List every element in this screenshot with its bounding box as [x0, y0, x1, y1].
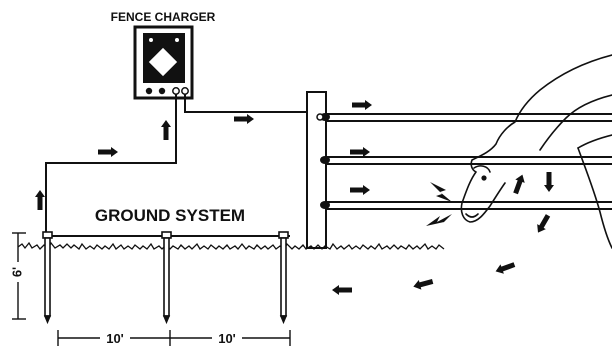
- arrow-icon: [350, 147, 370, 157]
- charger-terminal-ground: [172, 87, 180, 95]
- ground-rods: [42, 231, 289, 325]
- horse-eye: [481, 175, 487, 181]
- hot-wire: [184, 94, 321, 117]
- charger-terminal-2: [158, 87, 166, 95]
- fence-wires: [326, 113, 612, 210]
- ground-wire: [45, 94, 177, 233]
- arrow-icon: [544, 172, 554, 192]
- spacing-label-right: 10': [218, 331, 236, 346]
- fence: [306, 91, 612, 249]
- depth-label: 6': [9, 267, 24, 277]
- ground-rod: [278, 231, 289, 325]
- arrow-icon: [35, 190, 45, 210]
- grass-line: [17, 241, 445, 250]
- fence-charger-label: FENCE CHARGER: [111, 10, 216, 24]
- lightning-icon: [430, 182, 452, 202]
- arrow-icon: [352, 100, 372, 110]
- spacing-label-left: 10': [106, 331, 124, 346]
- arrow-icon: [412, 276, 434, 292]
- arrow-icon: [332, 285, 352, 295]
- ground-system-label: GROUND SYSTEM: [95, 206, 245, 225]
- arrow-icon: [234, 114, 254, 124]
- arrow-icon: [510, 172, 528, 196]
- fence-post: [306, 91, 327, 249]
- lightning-icon: [426, 214, 452, 226]
- charger-terminal-fence: [181, 87, 189, 95]
- arrow-icon: [98, 147, 118, 157]
- arrow-icon: [533, 212, 553, 236]
- ground-rod: [161, 231, 172, 325]
- shock-sparks: [426, 182, 452, 226]
- arrow-icon: [493, 259, 517, 277]
- arrow-icon: [161, 120, 171, 140]
- ground-rod: [42, 231, 53, 325]
- fence-charger: FENCE CHARGER: [111, 10, 216, 100]
- charger-terminal-1: [145, 87, 153, 95]
- arrow-icon: [350, 185, 370, 195]
- horse-silhouette: [460, 54, 612, 249]
- spacing-dimension: [57, 330, 291, 346]
- current-arrows: [35, 100, 554, 295]
- fence-terminal: [316, 113, 324, 121]
